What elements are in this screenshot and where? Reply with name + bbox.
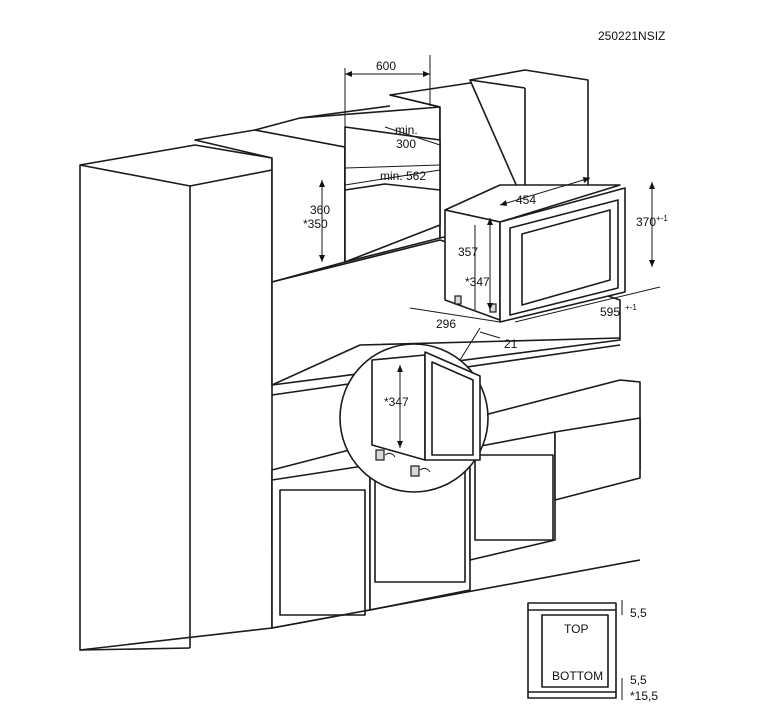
dim-niche-width-min: min. 562 xyxy=(380,169,426,183)
dim-front-width-tol: +-1 xyxy=(625,303,637,312)
dim-niche-height-a: 360 xyxy=(310,203,330,217)
appliance-dimensions: 454 357 *347 370 +-1 595 +-1 296 21 xyxy=(409,177,668,351)
label-bottom: BOTTOM xyxy=(552,669,603,683)
dim-detail-height: *347 xyxy=(384,395,409,409)
dim-front-width: 595 xyxy=(600,305,620,319)
dim-appliance-width: 454 xyxy=(516,193,536,207)
dim-niche-depth-value: 300 xyxy=(396,137,416,151)
section-view: TOP BOTTOM 5,5 5,5 *15,5 xyxy=(527,600,658,703)
dim-niche-height-b: *350 xyxy=(303,217,328,231)
dim-gap-bottom: 5,5 xyxy=(630,673,647,687)
drawing-code: 250221NSIZ xyxy=(598,29,665,43)
dim-niche-depth-min: min. xyxy=(395,123,418,137)
dim-appliance-height-inner: *347 xyxy=(465,275,490,289)
dim-front-height-tol: +-1 xyxy=(656,214,668,223)
dim-front-offset: 21 xyxy=(504,337,518,351)
niche-opening xyxy=(344,126,441,263)
niche-dimensions: 600 min. 300 min. 562 360 *350 xyxy=(303,55,441,262)
lower-cabinets xyxy=(271,379,641,629)
dim-niche-width: 600 xyxy=(376,59,396,73)
detail-magnifier: *347 xyxy=(339,327,489,493)
dim-gap-bottom-star: *15,5 xyxy=(630,689,658,703)
label-top: TOP xyxy=(564,622,588,636)
dim-appliance-height-outer: 357 xyxy=(458,245,478,259)
dim-gap-top: 5,5 xyxy=(630,606,647,620)
microwave-appliance xyxy=(444,184,626,323)
dim-front-height: 370 xyxy=(636,215,656,229)
dim-depth: 296 xyxy=(436,317,456,331)
tall-cabinet xyxy=(79,144,273,651)
